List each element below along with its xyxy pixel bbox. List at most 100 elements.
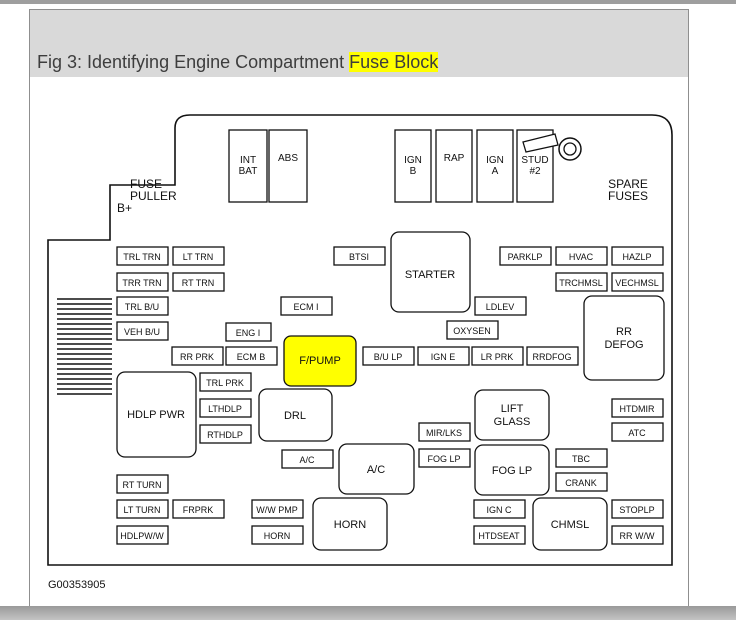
svg-text:A: A xyxy=(492,166,499,177)
relay-ac: A/C xyxy=(338,443,415,495)
svg-text:IGN E: IGN E xyxy=(431,352,456,362)
fuse-abs: ABS xyxy=(268,129,308,203)
svg-text:B: B xyxy=(410,166,417,177)
svg-text:HAZLP: HAZLP xyxy=(622,252,651,262)
svg-text:RT TRN: RT TRN xyxy=(182,278,215,288)
relay-f-pump: F/PUMP xyxy=(283,335,357,387)
fuse-fog-lp: FOG LP xyxy=(418,448,471,468)
fuse-trr-trn: TRR TRN xyxy=(116,272,169,292)
relay-drl: DRL xyxy=(258,388,333,442)
relay-starter: STARTER xyxy=(390,231,471,313)
svg-text:STOPLP: STOPLP xyxy=(619,505,654,515)
svg-text:HORN: HORN xyxy=(334,519,366,531)
svg-text:#2: #2 xyxy=(529,166,541,177)
svg-text:VECHMSL: VECHMSL xyxy=(615,278,659,288)
fuse-atc: ATC xyxy=(611,422,664,442)
svg-text:OXYSEN: OXYSEN xyxy=(453,326,491,336)
caption-highlight: Fuse Block xyxy=(349,52,439,72)
b-plus-label: B+ xyxy=(117,201,132,215)
svg-text:ATC: ATC xyxy=(628,428,646,438)
svg-text:IGN C: IGN C xyxy=(486,505,512,515)
svg-text:W/W PMP: W/W PMP xyxy=(256,505,298,515)
svg-text:PARKLP: PARKLP xyxy=(508,252,543,262)
svg-text:TBC: TBC xyxy=(572,454,591,464)
relay-horn: HORN xyxy=(312,497,388,551)
fuse-rap: RAP xyxy=(435,129,473,203)
svg-text:VEH B/U: VEH B/U xyxy=(124,327,160,337)
svg-text:HDLP PWR: HDLP PWR xyxy=(127,409,185,421)
svg-text:DEFOG: DEFOG xyxy=(604,339,643,351)
fuse-rthdlp: RTHDLP xyxy=(199,424,252,444)
fuse-htdmir: HTDMIR xyxy=(611,398,664,418)
svg-text:RR W/W: RR W/W xyxy=(620,531,655,541)
svg-text:HDLPW/W: HDLPW/W xyxy=(120,531,164,541)
svg-text:CRANK: CRANK xyxy=(565,478,597,488)
svg-text:LT TRN: LT TRN xyxy=(183,252,214,262)
fuse-rr-prk: RR PRK xyxy=(171,346,224,366)
svg-text:RRDFOG: RRDFOG xyxy=(533,352,572,362)
fuse-mir-lks: MIR/LKS xyxy=(418,422,471,442)
svg-text:ENG I: ENG I xyxy=(236,328,261,338)
fuse-puller-label-1: FUSE xyxy=(130,177,162,191)
svg-text:DRL: DRL xyxy=(284,410,306,422)
fuse-ecm-b: ECM B xyxy=(225,346,278,366)
svg-text:B/U LP: B/U LP xyxy=(374,352,403,362)
svg-text:TRL TRN: TRL TRN xyxy=(123,252,161,262)
relay-hdlp-pwr: HDLP PWR xyxy=(116,371,197,458)
top-rule xyxy=(0,0,736,4)
svg-text:LR PRK: LR PRK xyxy=(481,352,514,362)
figure-id: G00353905 xyxy=(48,579,106,591)
relay-lift-glass: LIFT GLASS xyxy=(474,389,550,441)
svg-text:RR PRK: RR PRK xyxy=(180,352,214,362)
fuse-lr-prk: LR PRK xyxy=(471,346,524,366)
svg-text:RT TURN: RT TURN xyxy=(122,480,161,490)
fuse-int-bat: INT BAT xyxy=(228,129,268,203)
svg-text:TRL B/U: TRL B/U xyxy=(125,302,159,312)
fuse-rt-trn: RT TRN xyxy=(172,272,225,292)
fuse-ign-e: IGN E xyxy=(417,346,470,366)
relay-rr-defog: RR DEFOG xyxy=(583,295,665,381)
svg-text:A/C: A/C xyxy=(367,464,385,476)
svg-text:ABS: ABS xyxy=(278,153,298,164)
svg-text:LDLEV: LDLEV xyxy=(486,302,515,312)
fuse-rt-turn: RT TURN xyxy=(116,474,169,494)
fuse-ldlev: LDLEV xyxy=(474,296,527,316)
fuse-ign-c: IGN C xyxy=(473,499,526,519)
fuse-eng1: ENG I xyxy=(225,322,272,342)
fuse-trl-bu: TRL B/U xyxy=(116,296,169,316)
fuse-frprk: FRPRK xyxy=(172,499,225,519)
fuse-rrdfog: RRDFOG xyxy=(526,346,579,366)
svg-text:CHMSL: CHMSL xyxy=(551,519,590,531)
caption-text: Fig 3: Identifying Engine Compartment xyxy=(37,52,350,72)
fuse-tbc: TBC xyxy=(555,448,608,468)
svg-text:TRL PRK: TRL PRK xyxy=(206,378,244,388)
fuse-hvac: HVAC xyxy=(555,246,608,266)
fuse-veh-bu: VEH B/U xyxy=(116,321,169,341)
fuse-trchmsl: TRCHMSL xyxy=(555,272,608,292)
fuse-crank: CRANK xyxy=(555,472,608,492)
fuse-ign-a: IGN A xyxy=(476,129,514,203)
svg-text:HORN: HORN xyxy=(264,531,291,541)
svg-text:ECM I: ECM I xyxy=(293,302,318,312)
fuse-parklp: PARKLP xyxy=(499,246,552,266)
svg-text:A/C: A/C xyxy=(299,455,315,465)
svg-text:RR: RR xyxy=(616,326,632,338)
svg-text:STARTER: STARTER xyxy=(405,269,455,281)
svg-text:LIFT: LIFT xyxy=(501,403,524,415)
svg-text:F/PUMP: F/PUMP xyxy=(299,355,341,367)
svg-text:IGN: IGN xyxy=(404,155,422,166)
fuse-stoplp: STOPLP xyxy=(611,499,664,519)
fuse-lt-trn: LT TRN xyxy=(172,246,225,266)
stud-2: STUD #2 xyxy=(516,129,582,203)
fuse-htdseat: HTDSEAT xyxy=(473,525,526,545)
fuse-hazlp: HAZLP xyxy=(611,246,664,266)
fuse-oxysen: OXYSEN xyxy=(446,320,499,340)
svg-text:FOG LP: FOG LP xyxy=(492,465,532,477)
svg-text:RAP: RAP xyxy=(444,153,465,164)
fuse-rr-ww: RR W/W xyxy=(611,525,664,545)
svg-text:HTDSEAT: HTDSEAT xyxy=(478,531,520,541)
fuse-ww-pmp: W/W PMP xyxy=(251,499,304,519)
svg-text:INT: INT xyxy=(240,155,256,166)
svg-text:RTHDLP: RTHDLP xyxy=(207,430,243,440)
fuse-block-outline xyxy=(47,114,673,566)
